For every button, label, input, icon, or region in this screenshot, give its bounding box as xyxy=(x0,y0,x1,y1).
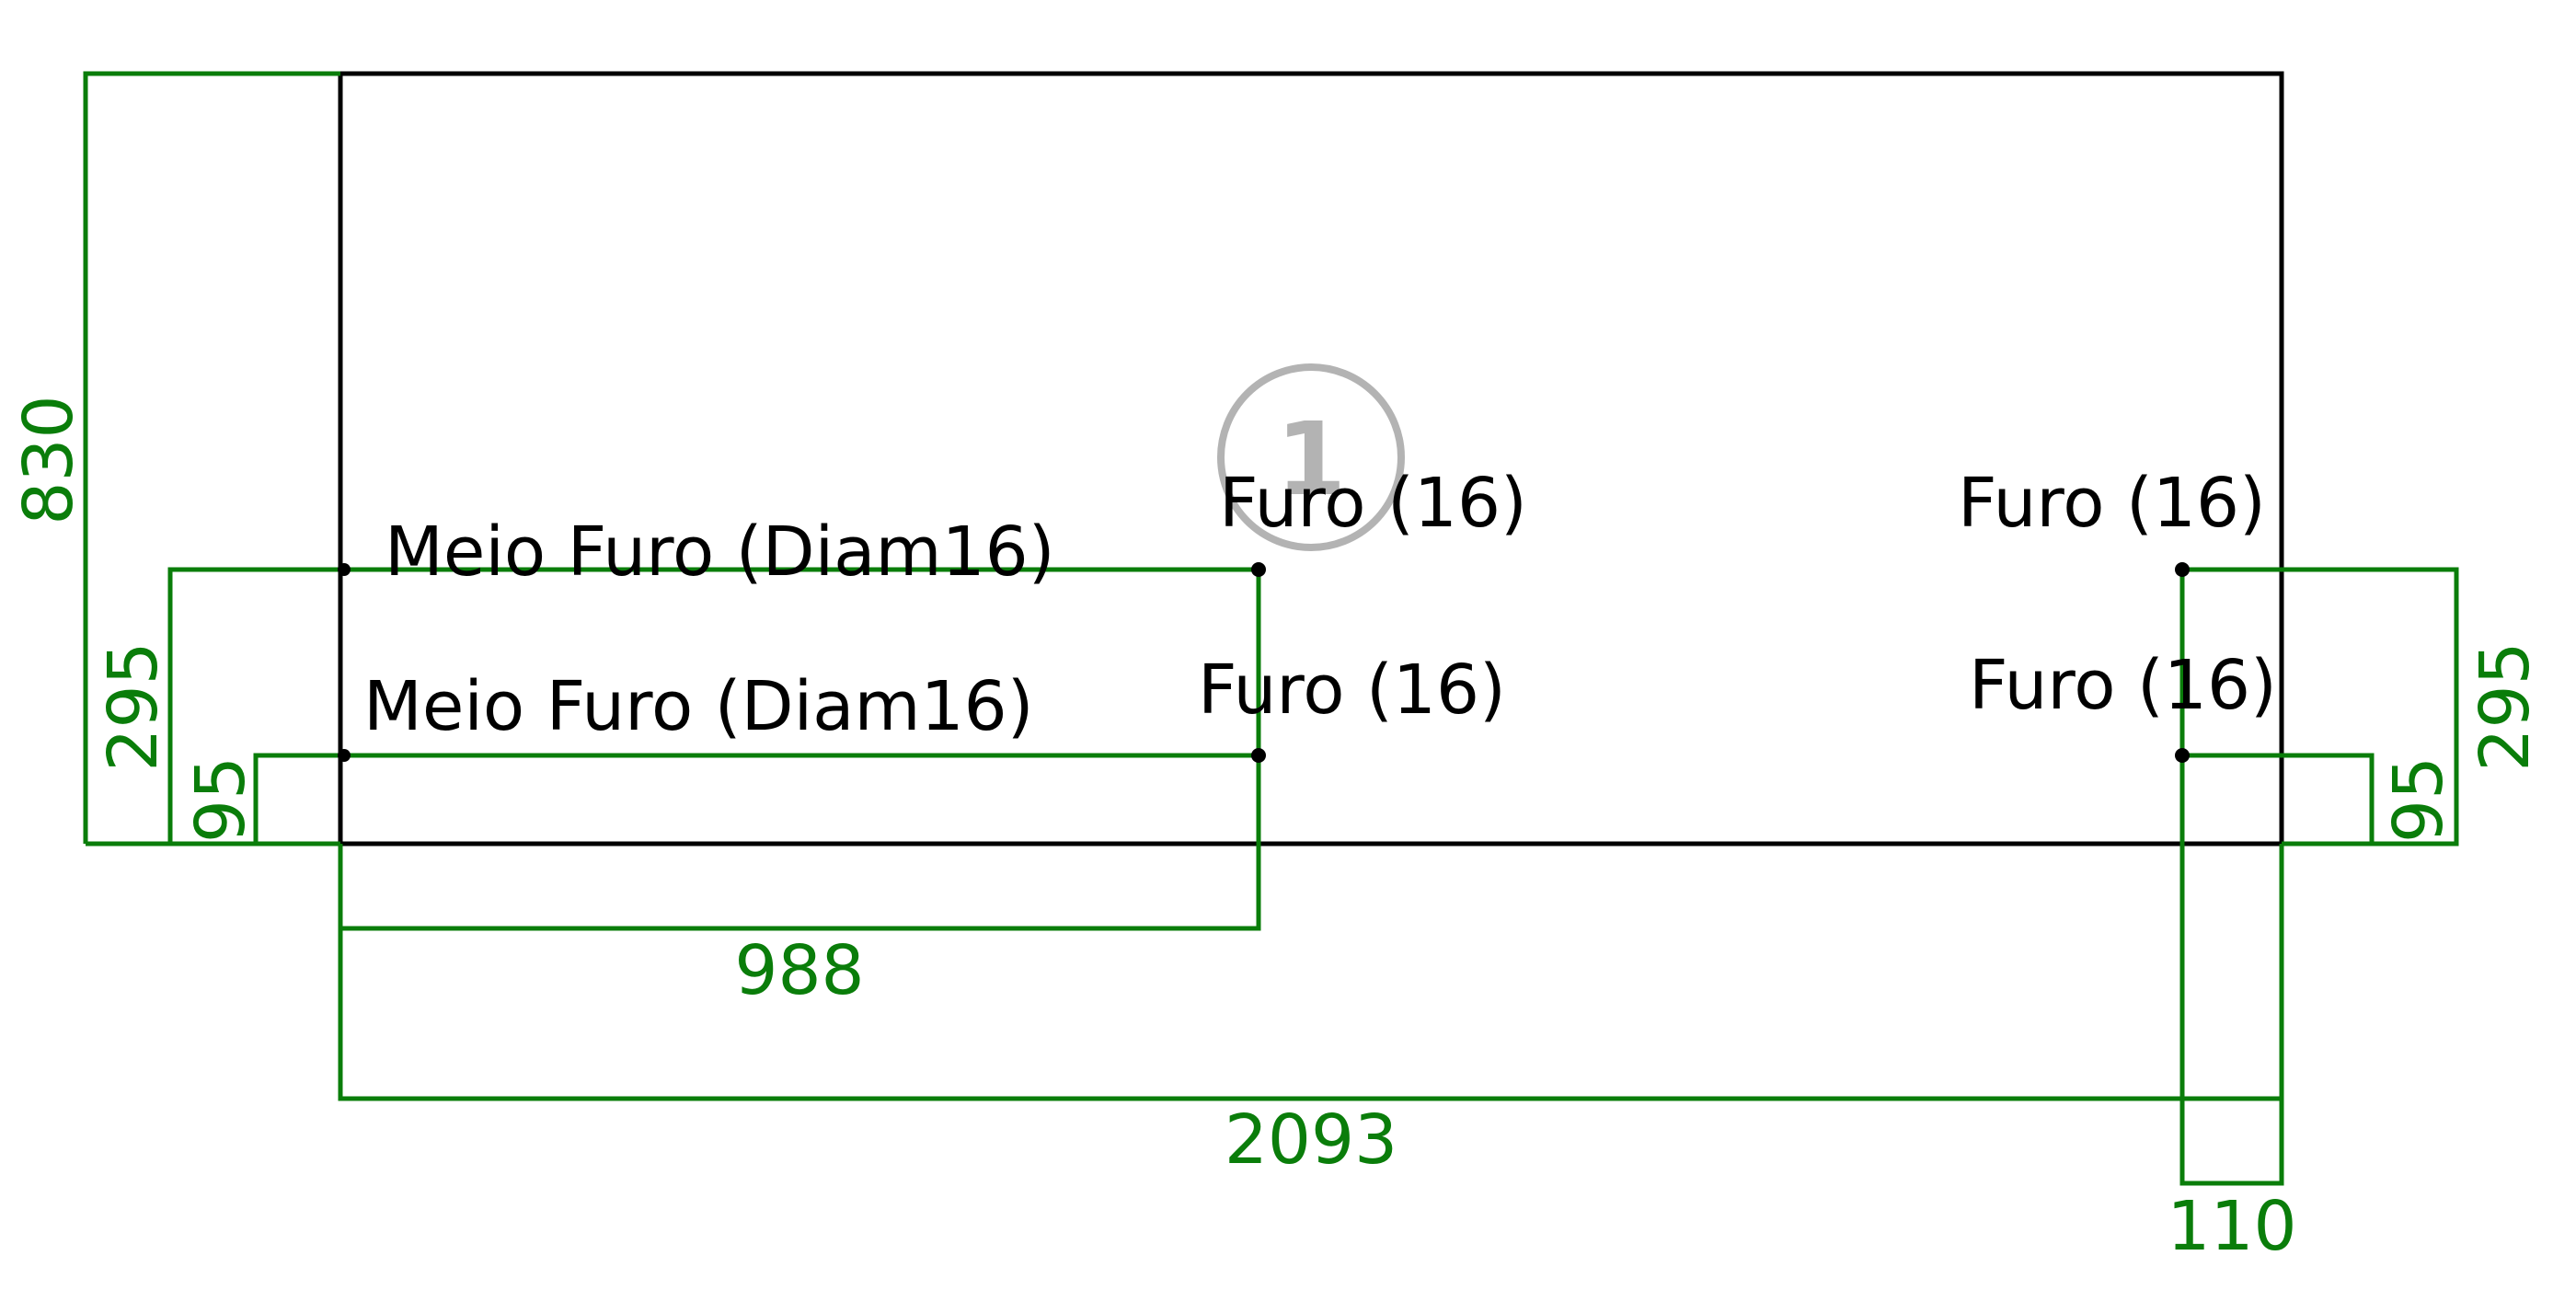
right-hole-lower-label: Furo (16) xyxy=(1969,646,2277,725)
mid-hole-lower xyxy=(1251,748,1266,763)
right-hole-lower xyxy=(2175,748,2190,763)
dimension-left-upper-offset-label: 295 xyxy=(94,641,173,771)
dimension-width-total: 2093 xyxy=(338,844,2284,1180)
dimension-mid-hole-x-label: 988 xyxy=(734,931,864,1010)
mid-hole-lower-label: Furo (16) xyxy=(1198,651,1506,730)
half-hole-upper xyxy=(338,563,351,576)
dimension-width-total-label: 2093 xyxy=(1225,1100,1397,1180)
dimension-mid-hole-x: 988 xyxy=(338,570,1261,1010)
mid-hole-upper xyxy=(1251,562,1266,577)
right-hole-upper-label: Furo (16) xyxy=(1958,464,2266,543)
right-hole-upper xyxy=(2175,562,2190,577)
mid-hole-upper-label: Furo (16) xyxy=(1219,464,1527,543)
half-hole-lower-label: Meio Furo (Diam16) xyxy=(363,667,1034,746)
piece-marker-circle xyxy=(1217,363,1405,551)
half-hole-lower xyxy=(338,749,351,762)
dimension-right-lower-offset-label: 95 xyxy=(2379,756,2458,843)
dimension-right-upper-offset: 295 xyxy=(2182,567,2545,847)
dimension-right-hole-inset-label: 110 xyxy=(2167,1187,2296,1266)
dimension-height-total-label: 830 xyxy=(9,395,88,524)
dimension-left-upper-offset: 295 xyxy=(94,567,340,844)
dimension-right-upper-offset-label: 295 xyxy=(2466,641,2545,771)
panel-outline xyxy=(338,71,2284,847)
piece-marker: 1 xyxy=(1217,363,1405,551)
dimension-height-total: 830 xyxy=(9,71,340,844)
dimension-left-lower-offset: 95 xyxy=(181,753,340,844)
dimension-right-hole-inset: 110 xyxy=(2167,570,2297,1266)
dimension-left-lower-offset-label: 95 xyxy=(181,756,260,843)
half-hole-upper-label: Meio Furo (Diam16) xyxy=(385,513,1055,592)
piece-marker-number: 1 xyxy=(1276,400,1347,518)
dimension-right-lower-offset: 95 xyxy=(2182,753,2458,844)
